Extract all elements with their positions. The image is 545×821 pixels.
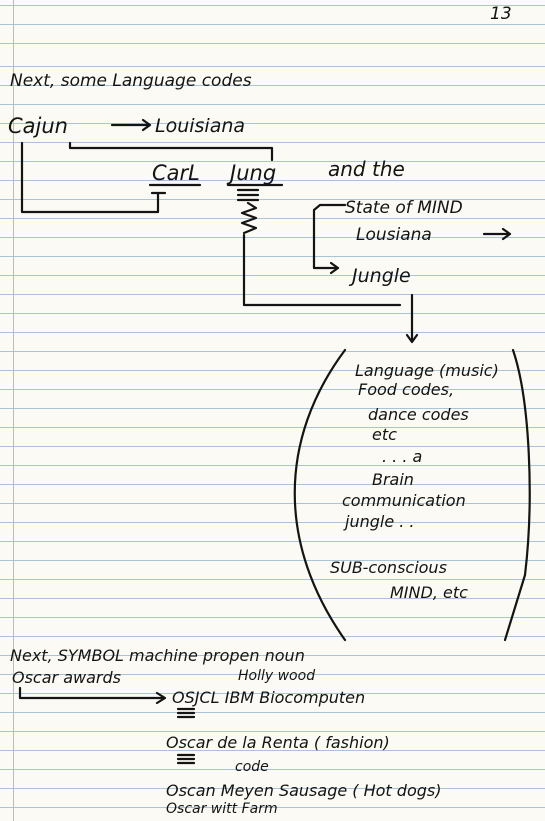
word-osjcl: OSJCL IBM Biocomputen (172, 688, 365, 707)
word-louisiana-2: Lousiana (356, 225, 432, 245)
word-oscar-de-la-renta: Oscar de la Renta ( fashion) (166, 733, 390, 752)
squiggle-connector-icon (240, 201, 258, 235)
heading-language-codes: Next, some Language codes (10, 71, 252, 91)
word-jungle: Jungle (348, 265, 411, 287)
note-line: MIND, etc (390, 583, 468, 602)
connector-and-the (312, 203, 347, 275)
left-bracket-curve (293, 348, 347, 642)
word-state-of-mind: State of MIND (345, 198, 463, 218)
note-line: Language (music) (355, 361, 499, 380)
word-and-the: and the (328, 157, 405, 181)
connector-jung-jungle (242, 233, 402, 307)
note-line: Food codes, (358, 380, 454, 399)
word-code: code (235, 759, 269, 775)
word-oscar-witt: Oscar witt Farm (166, 801, 278, 817)
word-oscar-meyer: Oscan Meyen Sausage ( Hot dogs) (166, 781, 441, 800)
word-cajun: Cajun (8, 114, 68, 138)
note-line: etc (372, 425, 397, 444)
note-line: jungle . . (343, 512, 415, 531)
equivalent-mark-icon (176, 753, 196, 765)
word-carl: CarL (152, 161, 200, 185)
equivalent-mark-icon (236, 188, 260, 202)
connector-cajun-carl (20, 141, 167, 214)
word-louisiana: Louisiana (155, 115, 245, 137)
right-bracket-curve (503, 348, 531, 642)
equivalent-mark-icon (176, 707, 196, 719)
connector-oscar-osjcl (18, 686, 167, 705)
arrow-down-icon (405, 293, 419, 344)
note-line: dance codes (368, 405, 469, 424)
note-line: Brain (372, 470, 414, 489)
arrow-right-icon (482, 227, 512, 241)
connector-cajun-jung (68, 141, 274, 162)
note-block: Language (music) Food codes, dance codes… (330, 361, 499, 602)
word-hollywood: Holly wood (238, 668, 315, 684)
note-line: SUB-conscious (330, 558, 447, 577)
word-oscar-awards: Oscar awards (12, 668, 121, 687)
page-number: 13 (490, 4, 512, 24)
note-line: . . . a (382, 447, 422, 466)
note-line: communication (342, 491, 466, 510)
word-jung: Jung (226, 161, 276, 185)
arrow-right-icon (110, 118, 152, 132)
heading-symbol-machine: Next, SYMBOL machine propen noun (10, 646, 305, 665)
